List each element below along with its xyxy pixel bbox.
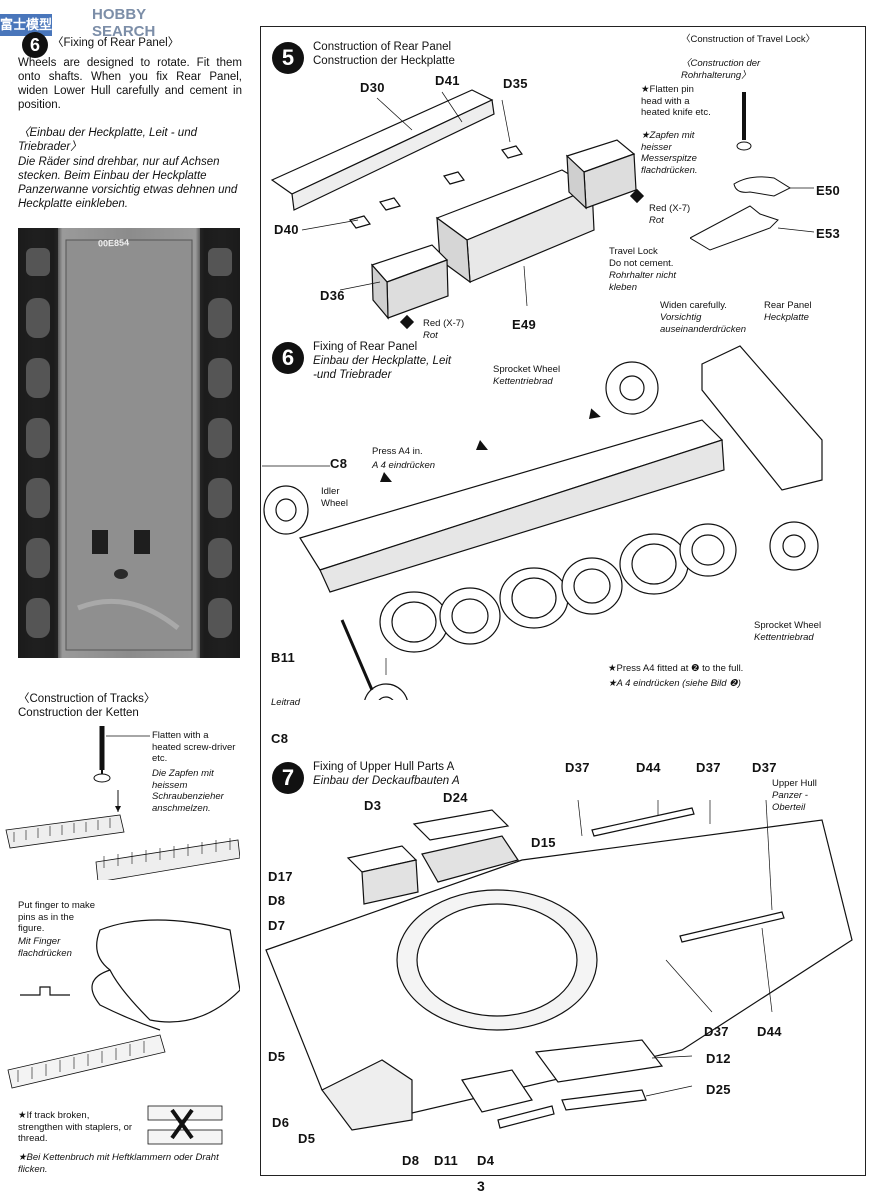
red-paint-label-2-de: Rot: [649, 215, 664, 226]
widen-label: Widen carefully.: [660, 300, 727, 311]
step-6-badge: 6: [272, 342, 304, 374]
step-7-diagram: [265, 800, 853, 1131]
site-logo-badge: 富士模型: [0, 14, 52, 36]
tracks-title-en: 〈Construction of Tracks〉: [18, 693, 156, 705]
step-6-badge-left: 6: [22, 32, 48, 58]
step-7-badge: 7: [272, 762, 304, 794]
press-a4-label-de: A 4 eindrücken: [372, 460, 436, 471]
label-d7: D7: [268, 918, 286, 933]
label-c8-bottom: C8: [271, 731, 289, 746]
lower-hull-photo-art: [18, 228, 240, 658]
tracks-title-de: Construction der Ketten: [18, 707, 139, 719]
step-6-body-de: Die Räder sind drehbar, nur auf Achsen s…: [18, 156, 238, 210]
rear-panel-label-de: Heckplatte: [764, 312, 809, 323]
flatten-pin-label: ★Flatten pin head with a heated knife et…: [641, 84, 711, 118]
step-6-title-en: Fixing of Rear Panel: [313, 341, 418, 353]
label-d36: D36: [320, 288, 345, 303]
sprocket-wheel-2-label-de: Kettentriebrad: [754, 632, 814, 643]
label-d30: D30: [360, 80, 385, 95]
label-d37-b: D37: [696, 760, 721, 775]
label-d8-top: D8: [268, 893, 286, 908]
label-d8-bottom: D8: [402, 1153, 420, 1168]
travel-lock-detail: [690, 92, 815, 251]
sprocket-wheel-2-label: Sprocket Wheel: [754, 620, 822, 631]
label-d12: D12: [706, 1051, 731, 1066]
page-number: 3: [477, 1178, 485, 1194]
sprocket-wheel-label-de: Kettentriebrad: [493, 376, 553, 387]
sprocket-wheel-label: Sprocket Wheel: [493, 364, 561, 375]
travel-lock-label: Travel Lock: [609, 246, 658, 257]
label-e50: E50: [816, 183, 841, 198]
label-d5-a: D5: [268, 1049, 286, 1064]
upper-hull-label-de: Panzer - Oberteil: [772, 790, 808, 813]
press-a4-label: Press A4 in.: [372, 446, 423, 457]
label-d4: D4: [477, 1153, 495, 1168]
step-6-diagram: [262, 345, 823, 700]
track-broken-label-de: ★Bei Kettenbruch mit Heftklammern oder D…: [18, 1152, 219, 1175]
hobby-search-logo: HOBBY SEARCH: [92, 6, 156, 40]
idler-wheel-label: Idler Wheel: [321, 486, 348, 509]
track-flatten-label-en: Flatten with a heated screw-driver etc.: [152, 730, 236, 764]
lower-hull-photo: 00E854: [18, 228, 240, 658]
label-d3: D3: [364, 798, 382, 813]
finger-track-illustration: [7, 919, 240, 1089]
track-broken-label-en: ★If track broken, strengthen with staple…: [18, 1110, 133, 1144]
label-d25: D25: [706, 1082, 731, 1097]
label-d24: D24: [443, 790, 468, 805]
label-c8-top: C8: [330, 456, 348, 471]
label-d35: D35: [503, 76, 528, 91]
step-6-note-de: ★A 4 eindrücken (siehe Bild ❷): [608, 678, 741, 689]
step-7-title-en: Fixing of Upper Hull Parts A: [313, 761, 455, 773]
label-d11: D11: [434, 1153, 459, 1168]
step-5-badge: 5: [272, 42, 304, 74]
label-d40: D40: [274, 222, 299, 237]
watermark-logo: HOBBY SEARCH: [4, 4, 155, 40]
rear-panel-label: Rear Panel: [764, 300, 812, 311]
step-6-title-de: Einbau der Heckplatte, Leit -und Triebra…: [313, 355, 452, 381]
label-d44-a: D44: [636, 760, 661, 775]
label-d44-b: D44: [757, 1024, 782, 1039]
track-flatten-illustration: [5, 726, 240, 880]
label-e53: E53: [816, 226, 841, 241]
leitrad-label: Leitrad: [271, 697, 301, 708]
track-flatten-label-de: Die Zapfen mit heissem Schraubenzieher a…: [152, 768, 224, 814]
finger-label-de: Mit Finger flachdrücken: [18, 936, 72, 959]
step-7-title-de: Einbau der Deckaufbauten A: [313, 775, 460, 787]
label-d37-a: D37: [565, 760, 590, 775]
label-d37-c: D37: [752, 760, 777, 775]
flatten-pin-label-de: ★Zapfen mit heisser Messerspitze flachdr…: [641, 130, 698, 176]
step-5-title-de: Construction der Heckplatte: [313, 55, 455, 67]
travel-lock-title: 〈Construction of Travel Lock〉: [681, 34, 816, 45]
red-paint-label-1: Red (X-7): [423, 318, 465, 329]
step-5-title-en: Construction of Rear Panel: [313, 41, 452, 53]
finger-label-en: Put finger to make pins as in the figure…: [18, 900, 96, 934]
label-e49: E49: [512, 317, 537, 332]
step-6-note-en: ★Press A4 fitted at ❷ to the full.: [608, 663, 744, 674]
label-d5-b: D5: [298, 1131, 316, 1146]
label-d17: D17: [268, 869, 293, 884]
label-d41: D41: [435, 73, 460, 88]
travel-lock-title-de: 〈Construction der Rohrhalterung〉: [681, 58, 761, 81]
widen-label-de: Vorsichtig auseinanderdrücken: [660, 312, 747, 335]
step-6-title-left: 〈Fixing of Rear Panel〉: [52, 37, 180, 49]
label-b11: B11: [271, 650, 296, 665]
instruction-frame: [260, 26, 866, 1176]
red-paint-label-2: Red (X-7): [649, 203, 691, 214]
travel-lock-note-de: Rohrhalter nicht kleben: [609, 270, 677, 293]
label-d15: D15: [531, 835, 556, 850]
photo-plate-code: 00E854: [97, 237, 130, 249]
step-6-title-de: 〈Einbau der Heckplatte, Leit - und Trieb…: [18, 127, 197, 153]
label-d6: D6: [272, 1115, 290, 1130]
step-6-body-en: Wheels are designed to rotate. Fit them …: [18, 57, 242, 111]
red-paint-label-1-de: Rot: [423, 330, 438, 341]
upper-hull-label: Upper Hull: [772, 778, 817, 789]
track-staple-illustration: [147, 1105, 223, 1145]
label-d37-d: D37: [704, 1024, 729, 1039]
step-5-diagram: [270, 89, 645, 330]
travel-lock-note: Do not cement.: [609, 258, 674, 269]
